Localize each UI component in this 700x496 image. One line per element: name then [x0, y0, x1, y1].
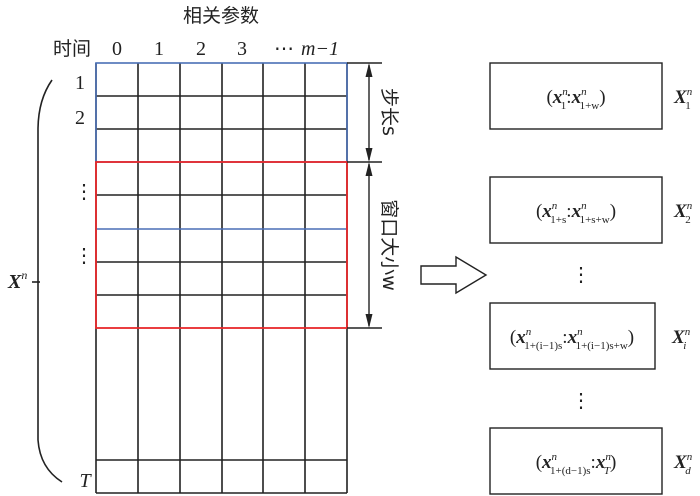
row-ellipsis: ⋮	[74, 245, 94, 267]
column-header: 2	[196, 38, 206, 60]
row-label-T: T	[79, 470, 92, 492]
dimension-lines	[347, 62, 382, 329]
row-label-1: 1	[75, 72, 85, 94]
matrix-brace	[37, 79, 63, 483]
transform-arrow-icon	[420, 255, 488, 295]
column-header: 1	[154, 38, 164, 60]
column-header: m−1	[301, 38, 339, 60]
parameters-title: 相关参数	[183, 5, 259, 27]
column-header: ⋯	[274, 38, 294, 60]
size-window-outline	[95, 161, 348, 329]
step-size-label: 步长s	[378, 88, 400, 136]
window-ellipsis: ⋮	[571, 390, 591, 412]
row-label-2: 2	[75, 107, 85, 129]
time-label: 时间	[53, 38, 91, 60]
window-ellipsis: ⋮	[571, 264, 591, 286]
column-header: 3	[237, 38, 247, 60]
matrix-label: Xn	[7, 268, 27, 293]
column-headers: 0 1 2 3 ⋯ m−1	[112, 38, 339, 60]
dimension-arrowheads	[365, 63, 373, 328]
row-ellipsis: ⋮	[74, 181, 94, 203]
column-header: 0	[112, 38, 122, 60]
window-size-label: 窗口大小w	[378, 199, 400, 291]
data-matrix-grid	[95, 63, 348, 494]
